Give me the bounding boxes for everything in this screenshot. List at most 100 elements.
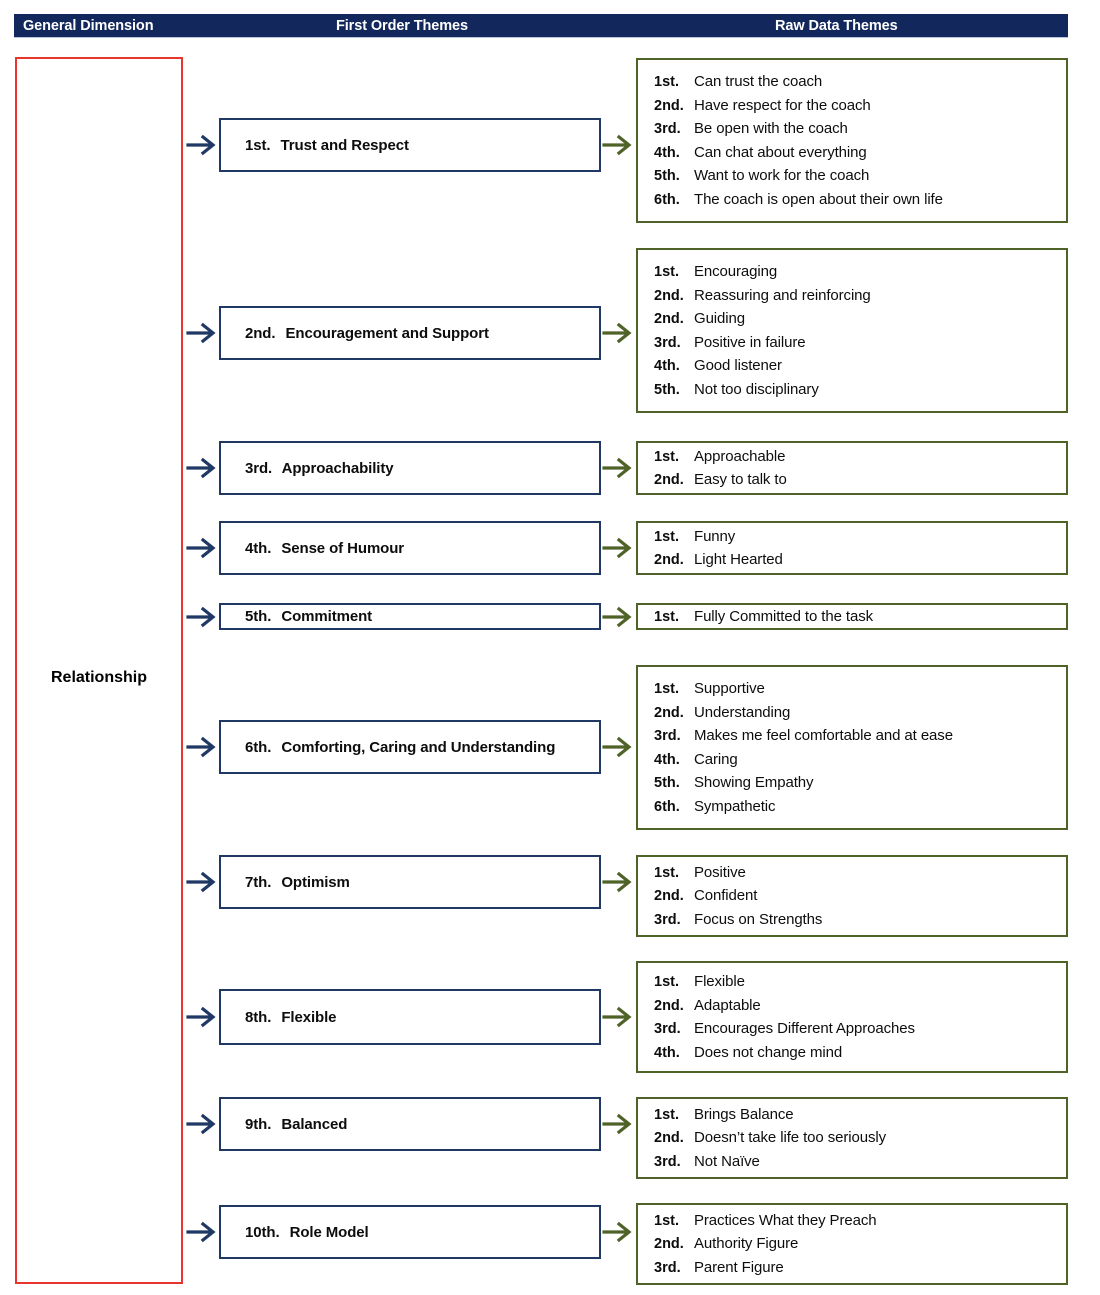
raw-data-item-text: Makes me feel comfortable and at ease — [694, 727, 953, 744]
raw-data-item-text: Light Hearted — [694, 551, 783, 568]
raw-data-item-rank: 2nd. — [654, 1130, 684, 1147]
first-order-theme-label: 9th. Balanced — [221, 1116, 347, 1133]
first-order-theme-box[interactable]: 9th. Balanced — [219, 1097, 601, 1151]
raw-data-item-text: Can chat about everything — [694, 143, 867, 161]
general-dimension-label: Relationship — [50, 669, 147, 686]
raw-data-item: 4th.Does not change mind — [638, 1041, 1066, 1065]
raw-data-item: 1st.Brings Balance — [638, 1103, 1066, 1127]
arrow-right-icon-green — [602, 535, 636, 561]
raw-data-themes-box[interactable]: 1st.Can trust the coach 2nd. Have respect … — [636, 58, 1068, 223]
arrow-right-icon-green — [602, 132, 636, 158]
raw-data-item-rank: 2nd. — [654, 888, 684, 905]
theme-row: 7th. Optimism — [0, 855, 1100, 909]
raw-data-item-rank: 4th. — [654, 144, 680, 161]
first-order-theme-label: 1st. Trust and Respect — [221, 137, 409, 154]
raw-data-item: 1st.Practices What they Preach — [638, 1209, 1066, 1233]
first-order-theme-box[interactable]: 8th. Flexible — [219, 989, 601, 1045]
column-header-first-order-themes: First Order Themes — [336, 17, 468, 34]
raw-data-item: 1st.Can trust the coach — [638, 70, 1066, 94]
raw-data-item: 5th. Not too disciplinary — [638, 378, 1066, 402]
first-order-theme-text: Role Model — [289, 1223, 369, 1241]
raw-data-item: 2nd.Reassuring and reinforcing — [638, 284, 1066, 308]
first-order-theme-box[interactable]: 1st. Trust and Respect — [219, 118, 601, 172]
first-order-theme-box[interactable]: 10th. Role Model — [219, 1205, 601, 1259]
raw-data-item-rank: 6th. — [654, 191, 680, 208]
raw-data-item-text: Confident — [694, 887, 758, 905]
first-order-theme-rank: 10th. — [245, 1223, 280, 1241]
first-order-theme-box[interactable]: 5th. Commitment — [219, 603, 601, 630]
raw-data-item: 1st.Positive — [638, 861, 1066, 885]
raw-data-item: 2nd. Have respect for the coach — [638, 94, 1066, 118]
first-order-theme-box[interactable]: 6th. Comforting, Caring and Understandin… — [219, 720, 601, 774]
arrow-right-icon-navy — [186, 604, 220, 630]
first-order-theme-text: Commitment — [281, 608, 373, 625]
raw-data-item-rank: 1st. — [654, 528, 679, 545]
raw-data-item-rank: 3rd. — [654, 1153, 681, 1170]
raw-data-item-text: Not too disciplinary — [694, 380, 819, 398]
first-order-theme-box[interactable]: 3rd. Approachability — [219, 441, 601, 495]
raw-data-item-text: Encourages Different Approaches — [694, 1020, 915, 1037]
arrow-right-icon-green — [602, 1004, 636, 1030]
first-order-theme-label: 10th. Role Model — [221, 1224, 369, 1241]
first-order-theme-label: 5th. Commitment — [221, 608, 372, 625]
raw-data-item-rank: 2nd. — [654, 997, 684, 1014]
raw-data-item-rank: 5th. — [654, 168, 680, 184]
first-order-theme-box[interactable]: 7th. Optimism — [219, 855, 601, 909]
raw-data-item-text: Caring — [694, 750, 738, 768]
raw-data-item: 3rd.Parent Figure — [638, 1256, 1066, 1280]
theme-row: 5th. Commitment — [0, 603, 1100, 630]
raw-data-item-text: Adaptable — [694, 996, 761, 1014]
raw-data-item-rank: 2nd. — [654, 1236, 684, 1253]
raw-data-item-text: Brings Balance — [694, 1105, 794, 1123]
raw-data-item-rank: 2nd. — [654, 311, 684, 327]
arrow-right-icon-navy — [186, 1004, 220, 1030]
raw-data-item-text: Have respect for the coach — [694, 96, 871, 114]
raw-data-item-text: Easy to talk to — [694, 471, 787, 488]
raw-data-item-rank: 2nd. — [654, 472, 684, 488]
raw-data-item-rank: 3rd. — [654, 911, 681, 928]
raw-data-item-text: Showing Empathy — [694, 774, 814, 791]
first-order-theme-label: 4th. Sense of Humour — [221, 540, 404, 557]
raw-data-item-text: Good listener — [694, 357, 782, 374]
raw-data-item-text: Encouraging — [694, 263, 778, 280]
raw-data-item-text: Funny — [694, 527, 736, 545]
raw-data-item-text: Parent Figure — [694, 1258, 784, 1276]
first-order-theme-rank: 9th. — [245, 1115, 272, 1133]
arrow-right-icon-green — [602, 604, 636, 630]
raw-data-item: 5th.Want to work for the coach — [638, 164, 1066, 188]
raw-data-item-text: Supportive — [694, 680, 765, 697]
column-header-general-dimension: General Dimension — [23, 17, 154, 34]
raw-data-item: 2nd. Adaptable — [638, 994, 1066, 1018]
raw-data-themes-box[interactable]: 1st.Fully Committed to the task — [636, 603, 1068, 630]
raw-data-item-rank: 2nd. — [654, 97, 684, 114]
theme-row: 4th. Sense of Humour — [0, 521, 1100, 575]
arrow-right-icon-green — [602, 869, 636, 895]
raw-data-item: 1st. Funny — [638, 525, 1066, 549]
raw-data-item-text: Approachable — [694, 447, 786, 465]
theme-row: 9th. Balanced — [0, 1097, 1100, 1151]
raw-data-item-rank: 1st. — [654, 974, 679, 990]
raw-data-item-rank: 5th. — [654, 381, 680, 398]
first-order-theme-rank: 7th. — [245, 873, 272, 891]
arrow-right-icon-navy — [186, 455, 220, 481]
raw-data-item-rank: 4th. — [654, 1044, 680, 1061]
first-order-theme-text: Optimism — [281, 873, 350, 891]
raw-data-item: 6th.Sympathetic — [638, 795, 1066, 819]
first-order-theme-box[interactable]: 4th. Sense of Humour — [219, 521, 601, 575]
arrow-right-icon-green — [602, 320, 636, 346]
raw-data-item-rank: 5th. — [654, 775, 680, 791]
arrow-right-icon-navy — [186, 869, 220, 895]
theme-row: 6th. Comforting, Caring and Understandin… — [0, 720, 1100, 774]
first-order-theme-box[interactable]: 2nd. Encouragement and Support — [219, 306, 601, 360]
first-order-theme-text: Trust and Respect — [280, 136, 409, 154]
raw-data-item: 4th. Can chat about everything — [638, 141, 1066, 165]
arrow-right-icon-navy — [186, 132, 220, 158]
